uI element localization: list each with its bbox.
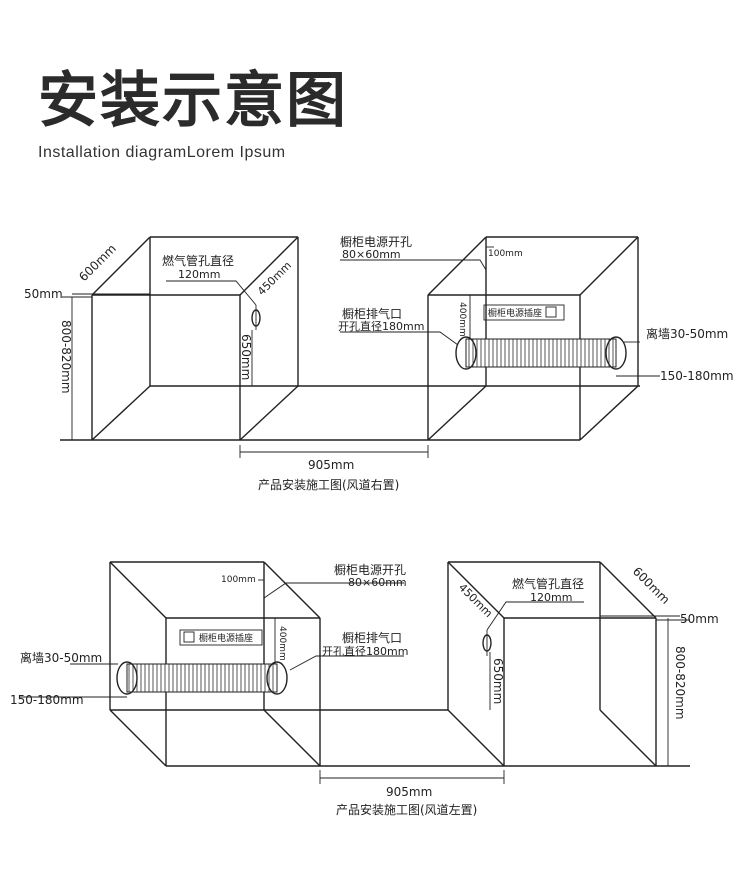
bottom-right-cabinet [447, 561, 657, 767]
top-exhaust-dim: 开孔直径180mm [338, 319, 424, 333]
bottom-gas-height-label: 650mm [491, 658, 505, 704]
top-dim-100-label: 100mm [488, 249, 523, 259]
bottom-depth-label: 600mm [630, 564, 673, 607]
bottom-floor-lines [110, 709, 690, 767]
bottom-gas-hole-dim: 120mm [530, 591, 572, 604]
top-caption: 产品安装施工图(风道右置) [258, 477, 399, 492]
bottom-diagram: 橱柜电源开孔 80×60mm 100mm 橱柜电源插座 400mm 橱柜排气口 … [10, 561, 719, 817]
bottom-top-gap-label: 50mm [680, 612, 719, 626]
bottom-exhaust-dim: 开孔直径180mm [322, 644, 408, 658]
bottom-socket-label: 橱柜电源插座 [199, 632, 253, 644]
bottom-dimensions [319, 615, 690, 784]
bottom-dim-100-label: 100mm [221, 575, 256, 585]
bottom-duct-height-label: 150-180mm [10, 693, 84, 707]
bottom-left-cabinet [20, 561, 404, 767]
bottom-gas-depth-label: 450mm [456, 581, 495, 620]
top-socket-label: 橱柜电源插座 [488, 307, 542, 319]
bottom-wall-gap-label: 离墙30-50mm [20, 650, 102, 665]
top-gas-depth-label: 450mm [255, 259, 294, 298]
top-floor-lines [60, 385, 640, 441]
bottom-height-label: 800-820mm [673, 646, 687, 720]
top-depth-label: 600mm [76, 241, 119, 284]
top-dim-400-label: 400mm [457, 302, 467, 337]
page-subtitle: Installation diagramLorem Ipsum [38, 144, 286, 161]
top-duct-height-label: 150-180mm [660, 369, 734, 383]
bottom-width-label: 905mm [386, 785, 432, 799]
top-diagram: 燃气管孔直径 120mm 600mm 450mm 50mm 800-820mm … [24, 235, 734, 492]
top-gas-hole-label: 燃气管孔直径 [162, 253, 234, 268]
top-right-cabinet [340, 236, 660, 441]
top-gas-height-label: 650mm [239, 334, 253, 380]
top-dimensions [62, 293, 429, 458]
top-left-cabinet [91, 236, 299, 441]
bottom-power-hole-dim: 80×60mm [348, 576, 407, 589]
bottom-dim-400-label: 400mm [277, 626, 287, 661]
top-power-hole-label: 橱柜电源开孔 [340, 235, 412, 249]
bottom-power-hole-label: 橱柜电源开孔 [334, 563, 406, 577]
bottom-exhaust-label: 橱柜排气口 [342, 630, 402, 645]
top-power-hole-dim: 80×60mm [342, 248, 401, 261]
bottom-gas-hole-label: 燃气管孔直径 [512, 576, 584, 591]
top-top-gap-label: 50mm [24, 287, 63, 301]
top-exhaust-label: 橱柜排气口 [342, 306, 402, 321]
page-title: 安装示意图 [38, 66, 348, 136]
top-gas-hole-dim: 120mm [178, 268, 220, 281]
top-wall-gap-label: 离墙30-50mm [646, 326, 728, 341]
top-width-label: 905mm [308, 458, 354, 472]
top-height-label: 800-820mm [59, 320, 73, 394]
bottom-caption: 产品安装施工图(风道左置) [336, 802, 477, 817]
